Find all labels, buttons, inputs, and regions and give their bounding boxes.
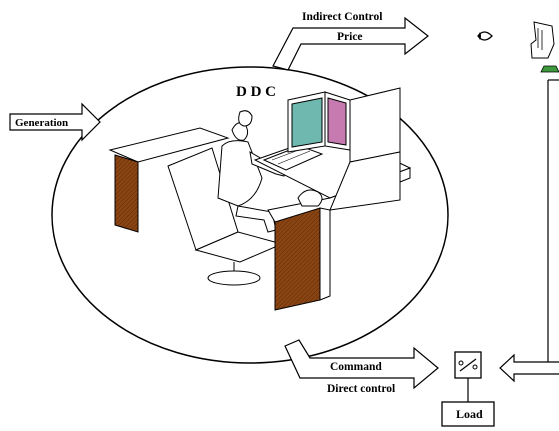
switch-box [454,351,482,402]
eye-icon [477,31,493,41]
load-label: Load [456,407,483,421]
load-box: Load [441,401,495,427]
direct-control-label: Direct control [327,383,395,395]
indirect-control-label: Indirect Control [302,11,382,23]
ddc-title: D D C [236,84,276,100]
direct-control-arrow: Command Direct control [284,339,439,395]
indirect-control-arrow: Indirect Control Price [272,11,429,71]
command-label: Command [330,361,382,373]
feedback-arrow [499,79,559,383]
hand-pressing-button-icon [530,21,559,73]
price-label: Price [337,31,363,43]
generation-label: Generation [15,117,68,129]
operator-workstation-illustration [108,87,412,311]
generation-arrow: Generation [9,102,101,142]
